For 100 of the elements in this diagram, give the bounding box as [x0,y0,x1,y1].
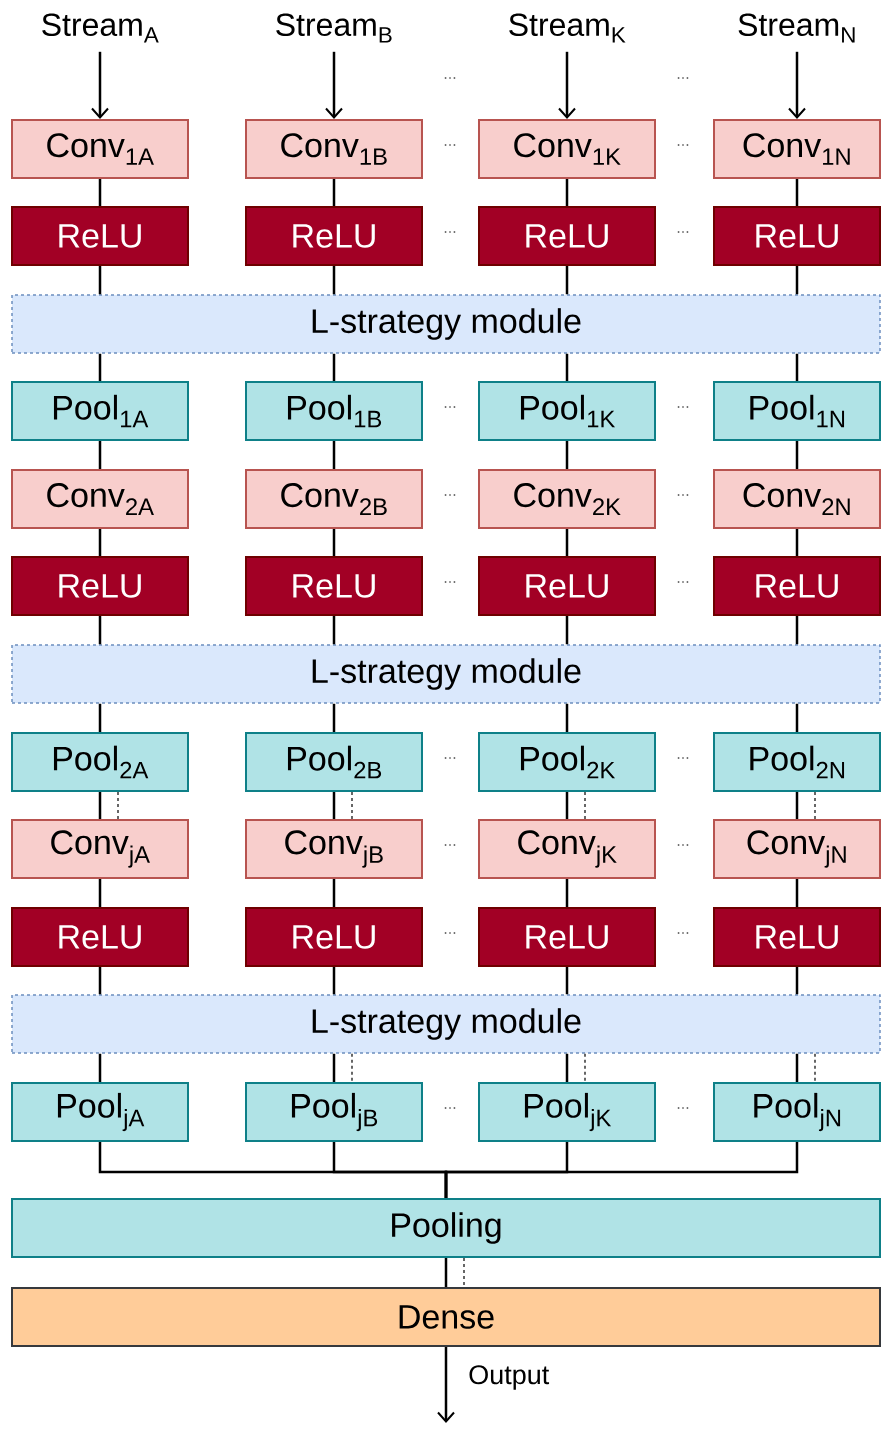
stream-label: Stream$_{N}$ [738,13,855,43]
ellipsis: ... [444,932,456,934]
stream-label: Stream$_{K}$ [509,13,626,43]
dense-box: Dense [11,1287,881,1347]
pool-layer-box: Pool$_{jK}$ [478,1082,656,1142]
module-band: L-strategy module [11,994,881,1054]
ellipsis: ... [677,231,689,233]
connector-line [98,1053,102,1082]
pool-layer-box: Pool$_{1K}$ [478,381,656,441]
relu-box: ReLU [245,206,423,266]
connector-line [795,1053,799,1082]
ellipsis: ... [444,581,456,583]
connector-line [332,441,336,469]
ellipsis: ... [444,844,456,846]
conv-layer-box: Conv$_{2N}$ [713,469,881,529]
connector-line [795,879,799,907]
relu-box: ReLU [11,907,189,967]
pool-layer-box: Pool$_{1N}$ [713,381,881,441]
pool-layer-box: Pool$_{jA}$ [11,1082,189,1142]
pool-layer-box: Pool$_{jB}$ [245,1082,423,1142]
relu-box: ReLU [11,556,189,616]
dotted-line [463,1257,465,1288]
ellipsis: ... [677,932,689,934]
pooling-box: Pooling [11,1198,881,1258]
dotted-line [814,791,816,820]
conv-layer-box: Conv$_{jA}$ [11,819,189,879]
pool-layer-box: Pool$_{jN}$ [713,1082,881,1142]
conv-layer-box: Conv$_{jK}$ [478,819,656,879]
ellipsis: ... [677,406,689,408]
relu-box: ReLU [478,907,656,967]
connector-line [98,792,102,819]
connector-line [565,967,569,995]
connector-line [795,266,799,295]
connector-line [565,353,569,381]
conv-layer-box: Conv$_{jN}$ [713,819,881,879]
connector-line [98,967,102,995]
ellipsis: ... [677,1107,689,1109]
ellipsis: ... [444,406,456,408]
relu-box: ReLU [478,556,656,616]
dotted-line [117,791,119,820]
connector-line [565,703,569,732]
edge-label: Output [466,1363,552,1392]
connector-line [565,529,569,556]
connector-line [332,616,336,645]
connector-line [795,179,799,206]
connector-line [332,703,336,732]
arrow [788,51,806,119]
connector-line [98,616,102,645]
connector-line [795,967,799,995]
connector-line [98,441,102,469]
pool-layer-box: Pool$_{1A}$ [11,381,189,441]
conv-layer-box: Conv$_{2B}$ [245,469,423,529]
pool-layer-box: Pool$_{2A}$ [11,732,189,792]
connector-line [98,529,102,556]
connector-line [444,1142,799,1198]
connector-line [565,879,569,907]
pool-layer-box: Pool$_{2K}$ [478,732,656,792]
module-band: L-strategy module [11,294,881,354]
ellipsis: ... [677,144,689,146]
connector-line [98,179,102,206]
stream-label: Stream$_{A}$ [42,13,159,43]
dotted-line [814,1052,816,1083]
connector-line [332,529,336,556]
connector-line [795,792,799,819]
relu-box: ReLU [478,206,656,266]
connector-line [565,1053,569,1082]
relu-box: ReLU [713,206,881,266]
connector-line [795,441,799,469]
dotted-line [584,1052,586,1083]
connector-line [332,792,336,819]
connector-line [565,441,569,469]
ellipsis: ... [444,77,456,79]
ellipsis: ... [677,494,689,496]
arrow [437,1347,455,1423]
connector-line [332,1053,336,1082]
relu-box: ReLU [713,556,881,616]
ellipsis: ... [444,494,456,496]
conv-layer-box: Conv$_{2A}$ [11,469,189,529]
ellipsis: ... [677,844,689,846]
connector-line [795,353,799,381]
ellipsis: ... [444,1107,456,1109]
connector-line [98,353,102,381]
ellipsis: ... [444,144,456,146]
dotted-line [584,791,586,820]
ellipsis: ... [677,757,689,759]
connector-line [795,703,799,732]
connector-line [565,266,569,295]
arrow [91,51,109,119]
module-band: L-strategy module [11,644,881,704]
ellipsis: ... [677,581,689,583]
connector-line [565,179,569,206]
conv-layer-box: Conv$_{1A}$ [11,119,189,179]
connector-line [332,179,336,206]
relu-box: ReLU [713,907,881,967]
conv-layer-box: Conv$_{1B}$ [245,119,423,179]
arrow [558,51,576,119]
conv-layer-box: Conv$_{1K}$ [478,119,656,179]
connector-line [332,266,336,295]
ellipsis: ... [444,231,456,233]
connector-line [444,1258,448,1287]
